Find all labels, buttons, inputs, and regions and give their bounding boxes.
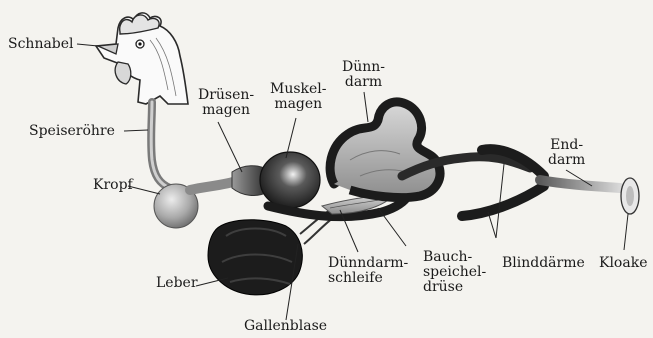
label-enddarm-line2: darm (548, 153, 585, 168)
rectum (540, 180, 620, 188)
label-enddarm-line1: End- (548, 138, 585, 153)
label-bauchspeicheldruese-line3: drüse (423, 280, 486, 295)
caeca-lower (462, 186, 544, 216)
label-kropf: Kropf (93, 178, 133, 193)
label-duenndarm: Dünn- darm (342, 60, 385, 90)
label-schnabel: Schnabel (8, 37, 74, 52)
label-muskelmagen: Muskel- magen (270, 82, 327, 112)
label-bauchspeicheldruese-line1: Bauch- (423, 250, 486, 265)
label-druesenmagen-line1: Drüsen- (198, 88, 254, 103)
label-gallenblase: Gallenblase (244, 319, 327, 334)
label-duenndarmschleife: Dünndarm- schleife (328, 256, 408, 286)
label-bauchspeicheldruese-line2: speichel- (423, 265, 486, 280)
label-duenndarmschleife-line2: schleife (328, 271, 408, 286)
label-enddarm: End- darm (548, 138, 585, 168)
label-kloake: Kloake (599, 256, 647, 271)
label-duenndarm-line2: darm (342, 75, 385, 90)
chicken-head (96, 13, 188, 104)
label-leber: Leber (156, 276, 198, 291)
label-druesenmagen: Drüsen- magen (198, 88, 254, 118)
label-duenndarm-line1: Dünn- (342, 60, 385, 75)
liver (208, 220, 302, 295)
esophagus (151, 102, 170, 188)
label-blinddaerme: Blinddärme (502, 256, 585, 271)
label-muskelmagen-line1: Muskel- (270, 82, 327, 97)
label-muskelmagen-line2: magen (270, 97, 327, 112)
label-speiseroehre: Speiseröhre (29, 124, 115, 139)
label-bauchspeicheldruese: Bauch- speichel- drüse (423, 250, 486, 295)
label-druesenmagen-line2: magen (198, 103, 254, 118)
wattle (115, 62, 131, 84)
label-duenndarmschleife-line1: Dünndarm- (328, 256, 408, 271)
gizzard (260, 152, 320, 208)
small-intestine (330, 102, 440, 198)
